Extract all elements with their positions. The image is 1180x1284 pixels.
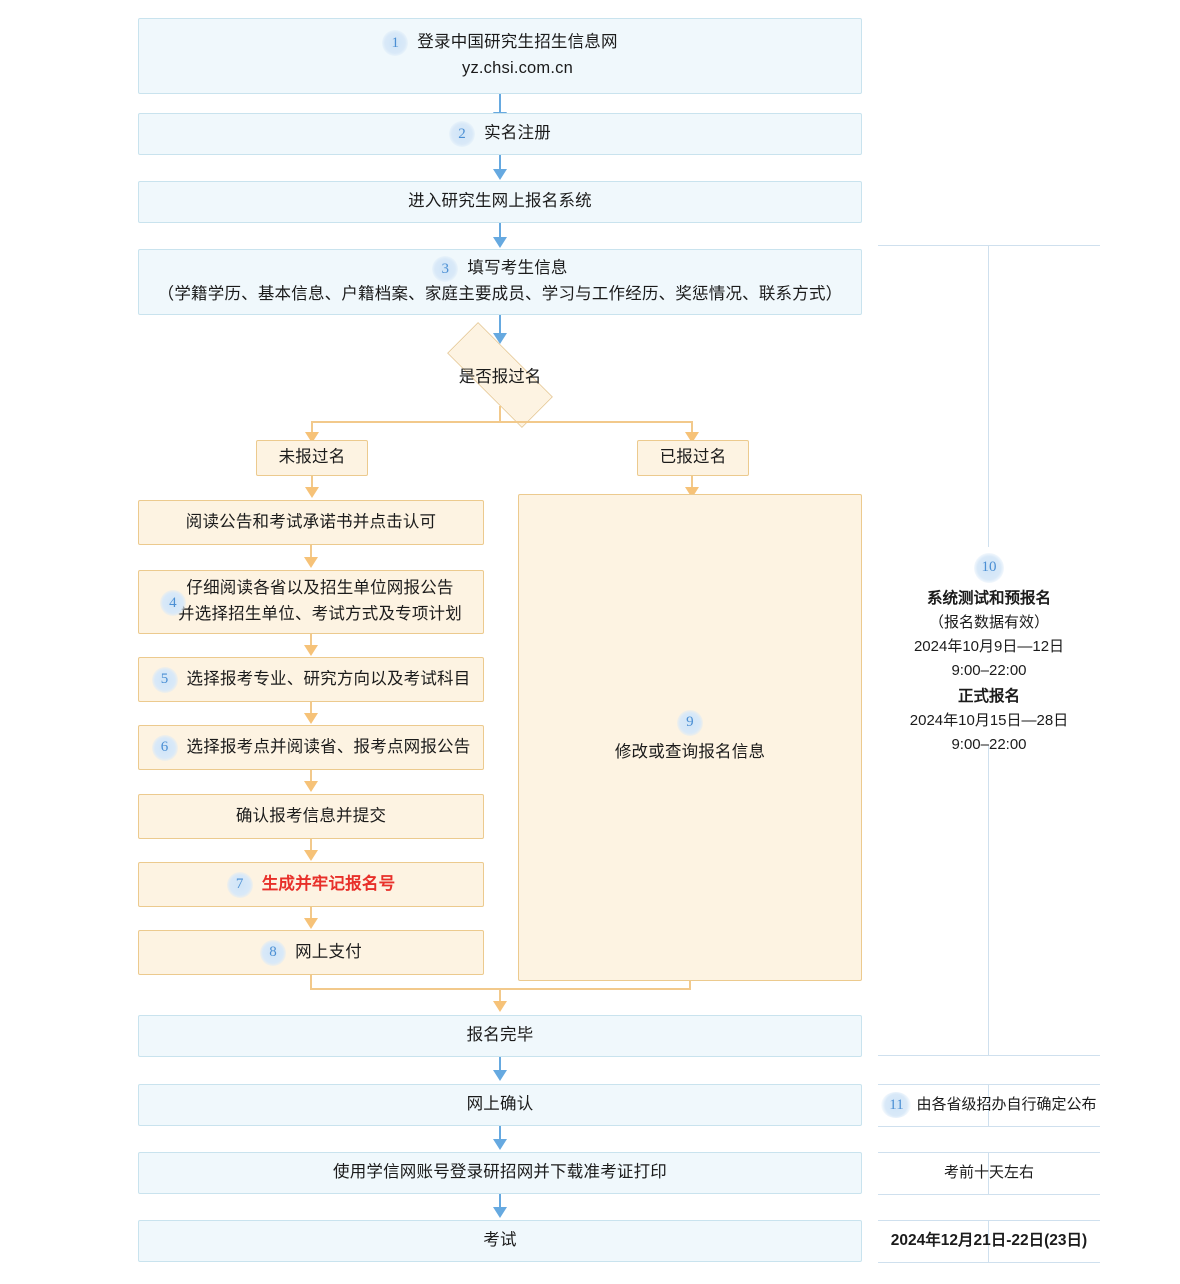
schedule-formal-title: 正式报名 <box>957 687 1020 705</box>
node-online-confirmation[interactable]: 网上确认 <box>138 1084 862 1126</box>
step2-label: 实名注册 <box>484 124 551 143</box>
step8-label: 网上支付 <box>295 942 362 961</box>
decision-label: 是否报过名 <box>458 368 542 386</box>
sidebar-rail-lower-1 <box>988 1084 989 1126</box>
step-badge-7: 7 <box>226 871 253 898</box>
node-branch-already-registered[interactable]: 已报过名 <box>637 440 749 476</box>
sidebar-rail-middle <box>988 745 989 1055</box>
node-step4-read-announcements[interactable]: 4 仔细阅读各省以及招生单位网报公告 并选择招生单位、考试方式及专项计划 <box>138 570 484 634</box>
step-badge-5: 5 <box>151 666 178 693</box>
timeline-sidebar: 10 系统测试和预报名 （报名数据有效） 2024年10月9日—12日 9:00… <box>878 0 1100 1284</box>
step-badge-4: 4 <box>160 590 186 616</box>
schedule-pre-note: （报名数据有效） <box>928 613 1049 631</box>
step6-line: 6 选择报考点并阅读省、报考点网报公告 <box>151 734 471 761</box>
node-exam[interactable]: 考试 <box>138 1220 862 1262</box>
step-badge-9: 9 <box>677 709 703 736</box>
sidebar-divider-ticket-top <box>878 1152 1100 1153</box>
step-badge-8: 8 <box>260 939 287 966</box>
sidebar-rail-lower-2 <box>988 1152 989 1194</box>
schedule-pre-title: 系统测试和预报名 <box>926 589 1051 607</box>
step6-label: 选择报考点并阅读省、报考点网报公告 <box>186 737 471 756</box>
step8-line: 8 网上支付 <box>260 939 362 966</box>
node-branch-not-registered[interactable]: 未报过名 <box>256 440 368 476</box>
download-ticket-label: 使用学信网账号登录研招网并下载准考证打印 <box>333 1163 667 1182</box>
step3-title: 填写考生信息 <box>467 259 568 278</box>
node-step5-select-major[interactable]: 5 选择报考专业、研究方向以及考试科目 <box>138 657 484 702</box>
confirm-note-line: 11 由各省级招办自行确定公布 <box>881 1092 1097 1118</box>
schedule-formal-time: 9:00–22:00 <box>951 736 1027 754</box>
branch-left-label: 未报过名 <box>278 448 346 467</box>
step1-primary-line: 1 登录中国研究生招生信息网 <box>382 30 618 57</box>
sidebar-divider-exam-top <box>878 1220 1100 1221</box>
step-badge-3: 3 <box>432 256 459 283</box>
sidebar-online-confirm-note[interactable]: 11 由各省级招办自行确定公布 <box>878 1084 1100 1126</box>
step1-url: yz.chsi.com.cn <box>462 59 573 78</box>
done-label: 报名完毕 <box>466 1026 534 1045</box>
step5-line: 5 选择报考专业、研究方向以及考试科目 <box>151 666 471 693</box>
node-step3-fill-candidate-info[interactable]: 3 填写考生信息 （学籍学历、基本信息、户籍档案、家庭主要成员、学习与工作经历、… <box>138 249 862 315</box>
step-badge-1: 1 <box>382 30 409 57</box>
node-step6-select-exam-site[interactable]: 6 选择报考点并阅读省、报考点网报公告 <box>138 725 484 770</box>
step3-detail: （学籍学历、基本信息、户籍档案、家庭主要成员、学习与工作经历、奖惩情况、联系方式… <box>157 285 843 304</box>
exam-note-label: 2024年12月21日-22日(23日) <box>890 1232 1088 1250</box>
confirm-label: 确认报考信息并提交 <box>235 806 387 825</box>
schedule-formal-date: 2024年10月15日—28日 <box>909 711 1069 729</box>
confirm-note-label: 由各省级招办自行确定公布 <box>916 1095 1097 1113</box>
sidebar-divider-exam-bottom <box>878 1262 1100 1263</box>
sidebar-divider-top <box>878 245 1100 246</box>
step-badge-10: 10 <box>974 552 1004 583</box>
sidebar-divider-done-top <box>878 1055 1100 1056</box>
node-step2-realname-register[interactable]: 2 实名注册 <box>138 113 862 155</box>
step4-line2: 并选择招生单位、考试方式及专项计划 <box>178 605 462 623</box>
node-read-notice-and-commitment[interactable]: 阅读公告和考试承诺书并点击认可 <box>138 500 484 545</box>
sidebar-exam-note[interactable]: 2024年12月21日-22日(23日) <box>878 1220 1100 1262</box>
sidebar-ticket-note[interactable]: 考前十天左右 <box>878 1152 1100 1194</box>
node-step1-login[interactable]: 1 登录中国研究生招生信息网 yz.chsi.com.cn <box>138 18 862 94</box>
node-step8-online-payment[interactable]: 8 网上支付 <box>138 930 484 975</box>
enter-system-label: 进入研究生网上报名系统 <box>408 192 592 211</box>
online-confirm-label: 网上确认 <box>466 1095 534 1114</box>
schedule-pre-date: 2024年10月9日—12日 <box>913 638 1065 656</box>
sidebar-rail-upper <box>988 245 989 547</box>
step4-line1: 仔细阅读各省以及招生单位网报公告 <box>186 579 454 598</box>
step7-label: 生成并牢记报名号 <box>261 874 396 893</box>
sidebar-divider-confirm-top <box>878 1084 1100 1085</box>
sidebar-divider-confirm-bottom <box>878 1126 1100 1127</box>
step3-primary-line: 3 填写考生信息 <box>432 256 568 283</box>
node-registration-complete[interactable]: 报名完毕 <box>138 1015 862 1057</box>
step-badge-6: 6 <box>151 734 178 761</box>
step5-label: 选择报考专业、研究方向以及考试科目 <box>186 669 471 688</box>
node-step9-modify-or-query[interactable]: 9 修改或查询报名信息 <box>518 494 862 981</box>
step1-title: 登录中国研究生招生信息网 <box>417 33 618 52</box>
read-notice-label: 阅读公告和考试承诺书并点击认可 <box>185 512 437 531</box>
ticket-note-label: 考前十天左右 <box>943 1163 1034 1181</box>
node-confirm-and-submit[interactable]: 确认报考信息并提交 <box>138 794 484 839</box>
sidebar-divider-ticket-bottom <box>878 1194 1100 1195</box>
node-enter-registration-system[interactable]: 进入研究生网上报名系统 <box>138 181 862 223</box>
node-step7-generate-registration-number[interactable]: 7 生成并牢记报名号 <box>138 862 484 907</box>
step2-line: 2 实名注册 <box>449 121 551 147</box>
node-download-admission-ticket[interactable]: 使用学信网账号登录研招网并下载准考证打印 <box>138 1152 862 1194</box>
node-decision-registered-before[interactable]: 是否报过名 <box>425 322 575 428</box>
step-badge-2: 2 <box>449 121 476 147</box>
branch-right-label: 已报过名 <box>659 448 727 467</box>
schedule-pre-time: 9:00–22:00 <box>951 662 1027 680</box>
step7-line: 7 生成并牢记报名号 <box>226 871 396 898</box>
step9-label: 修改或查询报名信息 <box>614 742 766 761</box>
sidebar-schedule-block[interactable]: 10 系统测试和预报名 （报名数据有效） 2024年10月9日—12日 9:00… <box>878 552 1100 755</box>
exam-label: 考试 <box>483 1231 517 1250</box>
step-badge-11: 11 <box>881 1092 912 1118</box>
sidebar-rail-lower-3 <box>988 1220 989 1262</box>
